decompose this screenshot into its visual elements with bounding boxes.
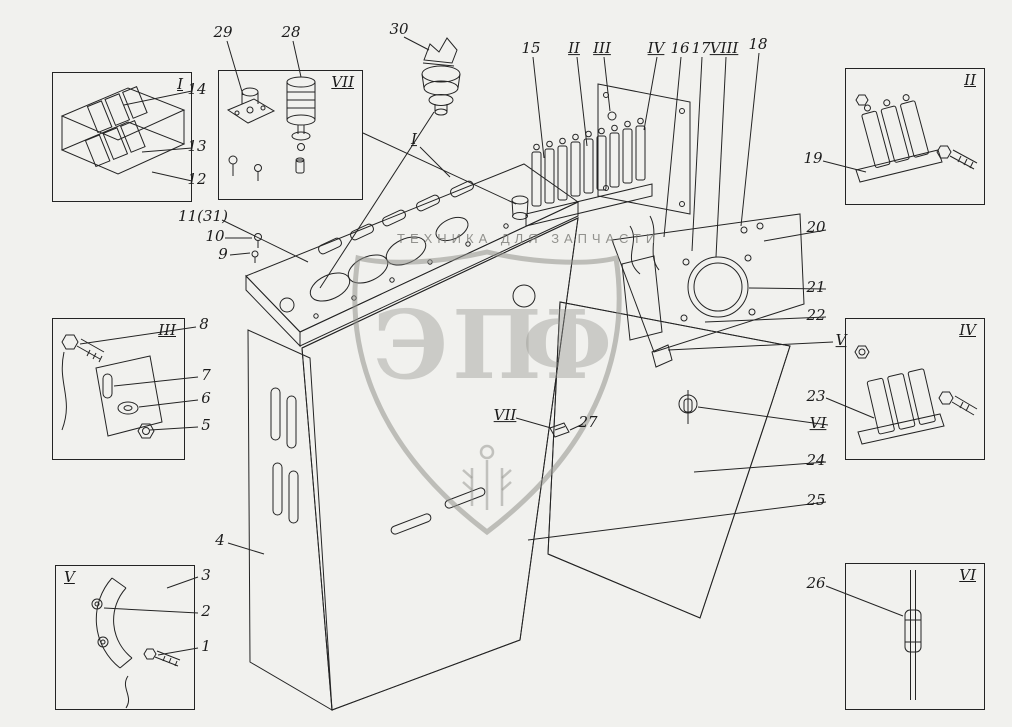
solenoid-part <box>286 76 316 151</box>
callout-4: 4 <box>215 531 225 550</box>
fuse-blocks-part <box>60 86 186 175</box>
callout-26: 26 <box>806 574 826 593</box>
callout-25: 25 <box>806 491 826 510</box>
relay-detail-IV <box>854 345 978 445</box>
callout-19: 19 <box>803 149 823 168</box>
callout-22: 22 <box>806 306 826 325</box>
relay-rack <box>525 83 691 275</box>
callout-15: 15 <box>521 39 541 58</box>
detail-box-label: VII <box>331 73 354 91</box>
connector-part <box>421 37 461 116</box>
callout-13: 13 <box>187 137 207 156</box>
callout-14: 14 <box>187 80 207 99</box>
callout-30: 30 <box>389 20 409 39</box>
gauge-panel <box>611 213 805 368</box>
detail-box-label: III <box>158 321 176 339</box>
callout-2: 2 <box>201 602 211 621</box>
bolt-washer-nut-part <box>61 334 163 439</box>
rod-part <box>904 570 922 700</box>
callout-7: 7 <box>201 366 211 385</box>
pin-part <box>678 390 698 424</box>
relay-detail-II <box>855 94 978 183</box>
callout-IV: IV <box>647 39 665 58</box>
flange-part <box>91 577 181 709</box>
cabinet-left-face <box>247 329 333 711</box>
callout-20: 20 <box>806 218 826 237</box>
callout-16: 16 <box>670 39 690 58</box>
clip-part <box>549 422 570 438</box>
callout-V: V <box>835 331 847 350</box>
callout-10: 10 <box>205 227 225 246</box>
callout-27: 27 <box>578 413 598 432</box>
detail-box-VII: VII <box>218 70 363 200</box>
callout-VII: VII <box>493 406 517 425</box>
callout-VIII: VIII <box>709 39 739 58</box>
callout-3: 3 <box>201 566 211 585</box>
detail-box-IV: IV <box>845 318 985 460</box>
detail-box-label: II <box>964 71 976 89</box>
callout-17: 17 <box>691 39 711 58</box>
callout-21: 21 <box>806 278 826 297</box>
callout-18: 18 <box>748 35 768 54</box>
detail-box-III: III <box>52 318 185 460</box>
callout-9: 9 <box>218 245 228 264</box>
leader-lines <box>79 36 904 656</box>
detail-box-label: VI <box>959 566 976 584</box>
callout-24: 24 <box>806 451 826 470</box>
detail-box-label: IV <box>959 321 976 339</box>
callout-5: 5 <box>201 416 211 435</box>
small-screws-left <box>251 233 262 263</box>
callout-29: 29 <box>213 23 233 42</box>
instrument-panel <box>245 163 579 348</box>
callout-I: I <box>411 130 417 149</box>
callout-II: II <box>568 39 580 58</box>
callout-1: 1 <box>201 637 211 656</box>
detail-box-label: V <box>64 568 75 586</box>
callout-8: 8 <box>199 315 209 334</box>
detail-box-VI: VI <box>845 563 985 710</box>
detail-box-I: I <box>52 72 192 202</box>
callout-6: 6 <box>201 389 211 408</box>
detail-box-V: V <box>55 565 195 710</box>
callout-28: 28 <box>281 23 301 42</box>
callout-23: 23 <box>806 387 826 406</box>
cabinet-front-face <box>301 217 579 711</box>
detail-box-label: I <box>177 75 183 93</box>
callout-12: 12 <box>187 170 207 189</box>
detail-box-II: II <box>845 68 985 205</box>
callout-III: III <box>593 39 611 58</box>
callout-VI: VI <box>809 414 827 433</box>
callout-11(31): 11(31) <box>178 207 228 226</box>
small-screws-part <box>228 155 305 181</box>
